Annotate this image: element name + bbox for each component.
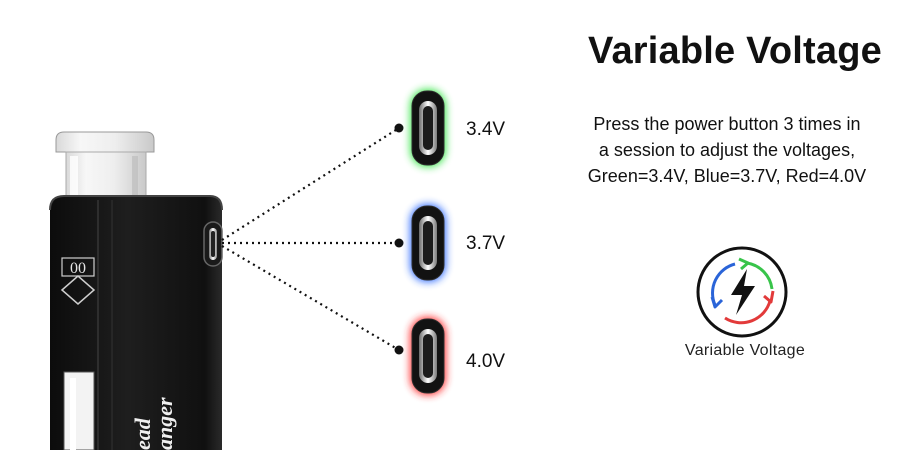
led-core — [423, 334, 433, 378]
led-core — [423, 221, 433, 265]
led-indicator-red — [410, 317, 446, 395]
brand-text-line1: ead — [130, 417, 155, 450]
arrow-red — [724, 300, 772, 325]
brand-logo: 00 — [60, 257, 96, 305]
description: Press the power button 3 times in a sess… — [548, 111, 906, 189]
bottom-window — [63, 371, 95, 450]
led-indicator-blue — [410, 204, 446, 282]
description-line: a session to adjust the voltages, — [598, 140, 856, 160]
device-illustration: 00 ead anger — [49, 131, 223, 450]
brand-text-line2: anger — [152, 397, 177, 450]
icon-caption: Variable Voltage — [684, 342, 806, 359]
connector-dot — [394, 123, 404, 133]
connector-line-green — [221, 127, 400, 241]
connector-dot — [394, 345, 404, 355]
led-indicator-green — [410, 89, 446, 167]
connector-dot — [394, 238, 404, 248]
led-core — [423, 106, 433, 150]
brand-text: ead anger — [130, 397, 177, 450]
logo-text: 00 — [70, 260, 86, 277]
description-line: Green=3.4V, Blue=3.7V, Red=4.0V — [587, 166, 867, 186]
voltage-label-blue: 3.7V — [466, 233, 506, 254]
lightning-cycle-icon — [696, 246, 788, 338]
voltage-label-green: 3.4V — [466, 119, 506, 140]
arrow-green — [746, 261, 774, 290]
page-title: Variable Voltage — [588, 30, 882, 72]
voltage-label-red: 4.0V — [466, 351, 506, 372]
lightning-bolt — [731, 269, 755, 315]
glass-chamber — [55, 131, 155, 203]
connector-line-red — [221, 245, 400, 351]
description-line: Press the power button 3 times in — [593, 114, 861, 134]
